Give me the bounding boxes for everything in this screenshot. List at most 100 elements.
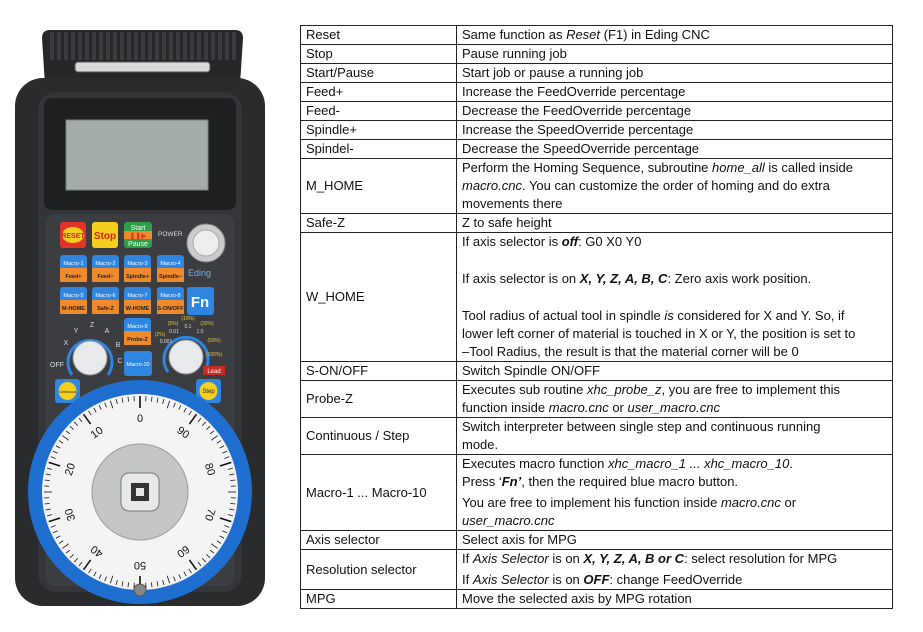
function-description: Start job or pause a running job [456,63,893,83]
spacer [462,251,887,270]
percent-label: (5%) [168,321,179,327]
table-row: Feed+Increase the FeedOverride percentag… [300,82,893,102]
xhc-pendant-image: RESET Stop Start ❚❚▶ Pause POWER Eding M… [15,30,265,606]
dial-tick [50,525,56,528]
table-row: M_HOME Perform the Homing Sequence, subro… [300,158,893,214]
macro-5-button[interactable]: Macro-5M-HOME [60,287,87,314]
text-run: is called inside [764,160,853,175]
ridge [218,32,222,60]
ridge [211,32,215,60]
macro-label: Macro-8 [160,293,180,299]
dial-tick [222,450,228,454]
text-run: . [789,456,793,471]
dial-tick [82,413,92,425]
description-line: Z to safe height [462,214,887,232]
description-line: Executes sub routine xhc_probe_z, you ar… [462,381,887,399]
resolution-label: 0.1 [185,324,192,330]
description-line: macro.cnc. You can customize the order o… [462,177,887,195]
step-button[interactable]: Step [196,379,221,403]
power-button[interactable] [186,223,226,263]
stop-button[interactable]: Stop [92,222,118,248]
text-run: xhc_macro_1 ... xhc_macro_10 [607,456,790,471]
pause-label: Pause [128,241,148,248]
dial-number: 10 [89,424,106,441]
reset-button-label: RESET [61,233,85,240]
axis-selector-knob[interactable] [72,340,108,376]
dial-tick [206,554,211,559]
description-line: –Tool Radius, the result is that the mat… [462,343,887,361]
ridge [57,32,61,60]
dial-tick [55,445,61,449]
table-row: Spindle+Increase the SpeedOverride perce… [300,120,893,140]
dial-tick [219,535,225,539]
text-run: Axis Selector [472,551,549,566]
dial-tick [48,461,61,467]
dial-tick [115,580,118,586]
function-name: M_HOME [300,158,457,214]
description-line: Perform the Homing Sequence, subroutine … [462,159,887,177]
function-name: Macro-1 ... Macro-10 [300,454,457,531]
description-line: Press ‘Fn’, then the required blue macro… [462,473,887,491]
text-run: You are free to implement his function i… [462,495,721,510]
macro-7-button[interactable]: Macro-7W-HOME [124,287,151,314]
function-description: Increase the SpeedOverride percentage [456,120,893,140]
text-run: or [608,400,628,415]
fn-button[interactable]: Fn [187,287,214,315]
continuous-button[interactable]: Continuous [55,379,80,403]
macro-function-label: Spindle− [159,274,182,280]
function-description: Switch interpreter between single step a… [456,417,893,455]
description-line: Tool radius of actual tool in spindle is… [462,307,887,325]
percent-label: (60%) [207,338,221,344]
start-pause-button[interactable]: Start ❚❚▶ Pause [124,222,152,248]
dial-number: 60 [174,543,191,560]
ridge [85,32,89,60]
function-description: Z to safe height [456,213,893,233]
text-run: Select axis for MPG [462,532,577,547]
text-run: function inside [462,400,549,415]
text-run: If axis selector is on [462,271,580,286]
dial-tick [202,421,207,426]
text-run: If [462,551,473,566]
lead-indicator: Lead [203,366,225,375]
dial-tick [88,410,92,416]
dial-tick [98,574,102,580]
dial-tick [178,404,182,410]
macro-8-button[interactable]: Macro-8S-ON/OFF [157,287,184,314]
dial-tick [109,575,114,584]
text-run: is on [548,572,584,587]
eding-logo: Eding [188,268,211,278]
function-description: Same function as Reset (F1) in Eding CNC [456,25,893,45]
resolution-selector-knob[interactable] [168,339,204,375]
resolution-label: 0.001 [160,339,173,345]
dial-tick [93,407,97,413]
function-description: Decrease the SpeedOverride percentage [456,139,893,159]
ridge [183,32,187,60]
description-line: Switch interpreter between single step a… [462,418,887,436]
function-name: Resolution selector [300,549,457,590]
ridge [148,32,152,60]
dial-number: 90 [174,424,191,441]
text-run: : change FeedOverride [609,572,743,587]
text-run: lower left corner of material is touched… [462,326,856,341]
dial-tick [50,456,56,459]
reset-button[interactable]: RESET [60,222,86,248]
macro-10-button[interactable]: Macro-10 [124,351,152,376]
function-description: Switch Spindle ON/OFF [456,361,893,381]
lead-label: Lead [207,369,220,375]
ridge [64,32,68,60]
ridge [120,32,124,60]
macro-function-label: S-ON/OFF [157,306,184,312]
description-line: Start job or pause a running job [462,64,887,82]
dial-tick [46,514,52,517]
